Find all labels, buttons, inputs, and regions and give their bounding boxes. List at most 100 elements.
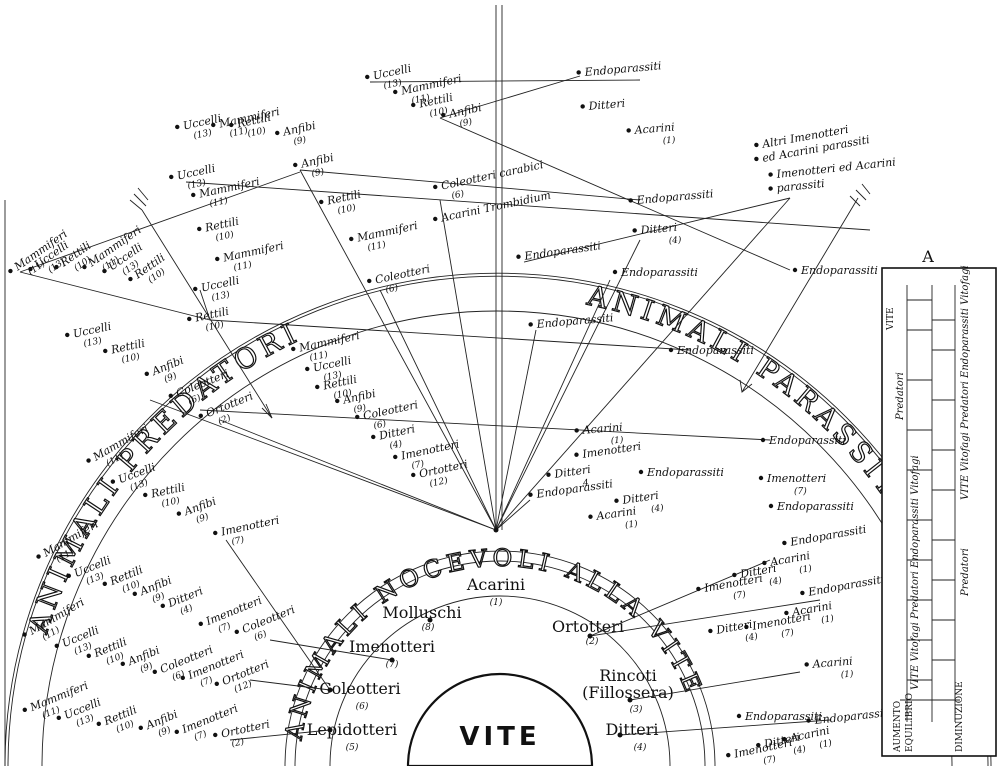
node-dot [160, 603, 165, 608]
node-dot [371, 434, 376, 440]
predator-num: (4) [178, 602, 194, 617]
predator-num: (7) [198, 674, 214, 689]
node-dot [8, 268, 13, 274]
node-dot [588, 514, 593, 519]
predator-num: (9) [150, 590, 166, 605]
predator-node: Rettili(10) [229, 111, 272, 140]
node-dot [393, 454, 398, 460]
predator-node: Coleotteri(6) [367, 262, 431, 296]
parasite-node: Acarini(1) [804, 654, 854, 681]
web-line [225, 539, 331, 691]
node-dot [305, 366, 310, 372]
pest-group: Acarini (1) Molluschi (8) Ortotteri (2) … [307, 575, 674, 753]
node-dot [213, 530, 218, 536]
predator-node: Imenotteri(7) [213, 514, 281, 548]
node-dot [546, 472, 551, 477]
arrow-left [129, 187, 273, 419]
web-line [209, 319, 691, 351]
node-dot [169, 174, 174, 180]
web-line [229, 729, 331, 741]
node-dot [54, 264, 59, 270]
parasite-num: (4) [650, 502, 665, 515]
parasite-label: Endoparassiti [646, 466, 724, 479]
node-dot [393, 89, 398, 95]
node-dot [754, 156, 759, 162]
predator-node: Rettili(10) [315, 373, 358, 402]
web-line [149, 399, 497, 531]
web-line [629, 671, 801, 701]
web-line [589, 559, 771, 637]
node-dot [211, 122, 216, 128]
hub-dot [493, 527, 499, 533]
node-dot [132, 591, 137, 596]
web-line [249, 679, 331, 691]
predator-num: (11) [228, 125, 249, 140]
arrow-right [739, 183, 871, 393]
pest-molluschi: Molluschi [382, 603, 461, 622]
parasite-label: Acarini [595, 504, 637, 523]
predator-label: Imenotteri [399, 438, 461, 463]
predator-node: Mammiferi(11) [349, 219, 419, 254]
inset-diminuzione: DIMINUZIONE [955, 681, 965, 752]
node-dot [411, 472, 416, 478]
node-dot [576, 70, 581, 75]
web-line [495, 279, 611, 531]
predator-num: (9) [352, 402, 367, 416]
node-dot [120, 661, 125, 666]
node-dot [319, 199, 324, 205]
node-dot [696, 586, 701, 592]
predator-num: (9) [138, 660, 154, 675]
parasite-node: Acarini(1) [574, 420, 624, 447]
node-dot [66, 573, 71, 578]
web-line [219, 419, 497, 531]
parasite-node: Endoparassiti [800, 573, 885, 599]
parasite-num: (7) [794, 486, 807, 497]
pest-rincoti-fillossera: (Fillossera) [582, 683, 674, 702]
node-dot [275, 130, 280, 136]
inset-vite-top: VITE [886, 307, 896, 331]
node-dot [762, 560, 767, 566]
web-line [299, 169, 497, 531]
node-dot [215, 256, 220, 262]
predator-num: (2) [216, 412, 232, 427]
node-dot [102, 581, 107, 586]
node-dot [22, 632, 27, 637]
predator-num: (11) [208, 195, 229, 210]
parasite-node: Endoparassiti [516, 239, 602, 263]
inset-panel: A VITE Predatori VITE Vitofagi Predatori… [881, 247, 997, 757]
predator-node: Anfibi(9) [275, 119, 317, 148]
web-line [199, 289, 211, 321]
parasite-label: Endoparassiti [676, 344, 754, 357]
parasite-node: Endoparassiti [760, 434, 846, 447]
predator-num: (10) [336, 202, 357, 217]
node-dot [528, 492, 533, 497]
node-dot [54, 643, 59, 648]
node-dot [628, 198, 633, 203]
predator-label: Imenotteri [219, 514, 281, 539]
predator-node: Anfibi(9) [138, 708, 180, 739]
web-line [439, 199, 497, 531]
node-dot [736, 713, 742, 719]
predator-label: Mammiferi [197, 175, 261, 201]
node-dot [782, 736, 787, 742]
node-dot [800, 590, 805, 596]
web-line [495, 239, 641, 531]
node-dot [638, 469, 644, 475]
parasite-num: (1) [820, 613, 835, 626]
node-dot [574, 428, 579, 433]
parasite-node: Ditteri(4) [614, 489, 665, 515]
node-dot [56, 715, 61, 720]
node-dot [234, 629, 239, 634]
node-dot [784, 610, 789, 616]
parasite-label: Acarini [633, 120, 675, 137]
web-line [589, 599, 821, 637]
predator-num: (7) [410, 458, 425, 472]
node-dot [110, 479, 116, 484]
node-dot [174, 729, 179, 734]
predator-node: Ditteri(4) [160, 584, 205, 617]
predator-num: (11) [410, 92, 431, 107]
pest-lepidotteri-num: (5) [346, 742, 359, 753]
node-dot [96, 721, 101, 726]
parasite-node: Endoparassiti [528, 477, 614, 501]
parasite-label: Endoparassiti [768, 434, 846, 447]
